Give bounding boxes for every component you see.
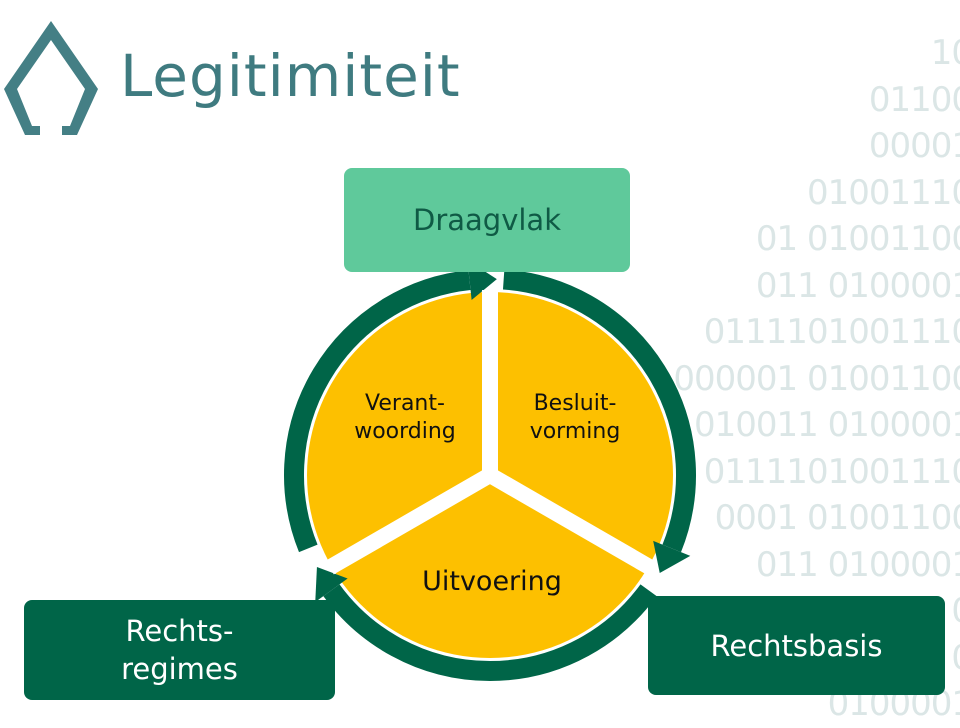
- binary-line: 01100: [868, 79, 960, 120]
- arc-verantwoording: [284, 270, 471, 553]
- binary-line: 0111101001110: [703, 312, 960, 352]
- rechtsregimes-box: Rechts- regimes: [24, 600, 335, 700]
- rechtsbasis-label: Rechtsbasis: [710, 628, 883, 663]
- binary-line: 0: [660, 588, 960, 635]
- draagvlak-label: Draagvlak: [413, 203, 561, 237]
- verantwoording-label: Verant- woording: [354, 391, 456, 444]
- page-title: Legitimiteit: [120, 42, 461, 110]
- binary-line: 10: [930, 33, 960, 73]
- uitvoering-label: Uitvoering: [422, 566, 562, 597]
- binary-line: 011 0100001: [755, 265, 960, 306]
- arc-uitvoering: [323, 584, 657, 681]
- binary-line: 00001: [868, 126, 960, 166]
- logo-icon: [4, 21, 98, 135]
- rechtsbasis-box: Rechtsbasis: [648, 596, 945, 695]
- arc-besluitvorming: [502, 269, 696, 553]
- binary-line: 0001 01001100: [714, 498, 960, 538]
- binary-line: 000001 01001100: [673, 358, 960, 399]
- binary-line: 010011 0100001: [693, 405, 960, 445]
- binary-line: 011 0100001: [755, 544, 960, 585]
- besluitvorming-label: Besluit- vorming: [529, 391, 621, 444]
- draagvlak-box: Draagvlak: [344, 168, 630, 272]
- arrowhead-icon: [315, 567, 348, 602]
- binary-line: 0: [660, 635, 960, 682]
- binary-line: 01 01001100: [755, 219, 960, 259]
- arrowhead-icon: [653, 540, 691, 573]
- segment-divider: [486, 468, 655, 575]
- rechtsregimes-label: Rechts- regimes: [121, 614, 238, 686]
- binary-line: 01001110: [806, 172, 960, 213]
- binary-line: 0111101001110: [703, 451, 960, 492]
- segment-divider: [325, 468, 495, 575]
